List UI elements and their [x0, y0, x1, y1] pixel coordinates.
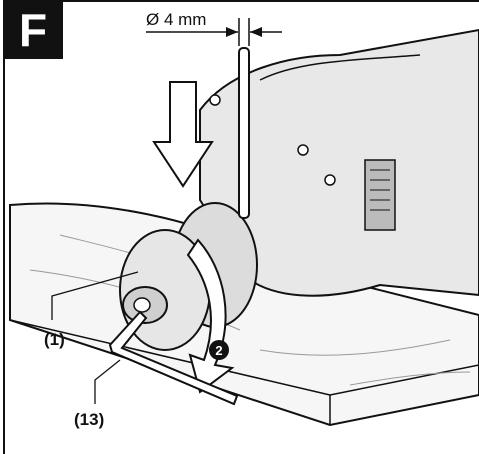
step-2-marker: 2 — [209, 340, 229, 360]
hex-key-illustration — [108, 310, 239, 406]
callout-leader-lines — [51, 271, 139, 404]
dimension-marker — [146, 18, 282, 46]
rotation-arrow-icon — [186, 238, 235, 394]
frame-left-border — [3, 0, 5, 454]
callout-part-13: (13) — [74, 410, 105, 429]
figure-badge: F — [3, 2, 63, 59]
frame-top-border — [3, 0, 479, 2]
locking-pin-illustration — [238, 47, 250, 219]
press-down-arrow-icon — [152, 81, 214, 188]
callout-part-1: (1) — [44, 330, 65, 349]
svg-text:2: 2 — [215, 343, 222, 358]
dimension-label: Ø 4 mm — [146, 10, 207, 29]
vent-slots — [364, 159, 396, 231]
tool-body-illustration — [199, 28, 479, 297]
